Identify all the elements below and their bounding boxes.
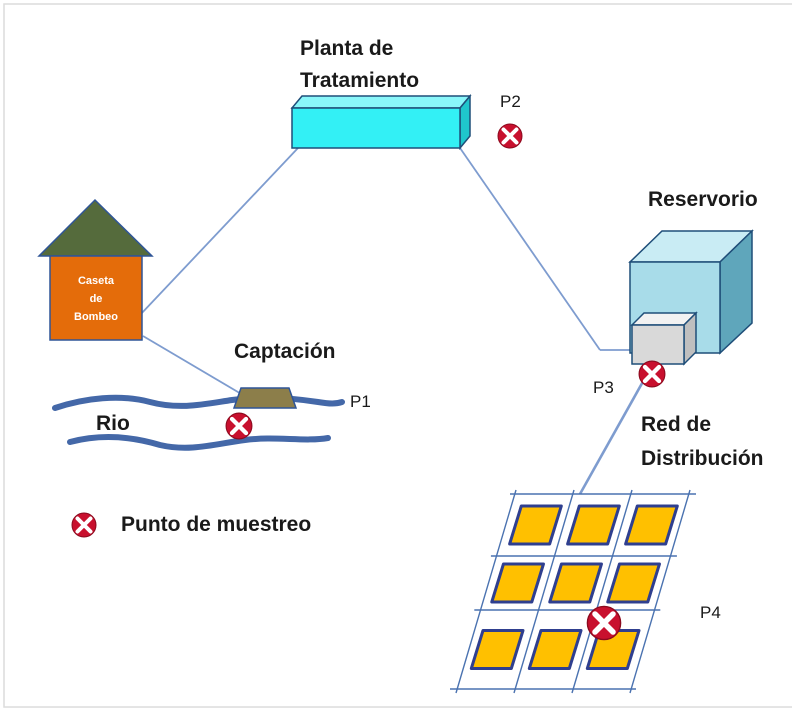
distribution-block [490, 562, 545, 604]
plant-label-line1: Planta de [300, 37, 393, 60]
network-label-line1: Red de [641, 413, 711, 436]
line-reservorio-to-red [578, 377, 647, 495]
pump-house-label-line1: Caseta [78, 275, 115, 287]
legend-label: Punto de muestreo [121, 513, 311, 536]
legend: Punto de muestreo [72, 513, 311, 537]
intake-structure [232, 387, 298, 409]
pump-house-label-line3: Bombeo [74, 311, 118, 323]
sample-point-p1-icon [226, 413, 252, 439]
p3-label: P3 [593, 378, 614, 397]
plant-top-face [290, 95, 472, 109]
pump-house [37, 198, 154, 341]
distribution-block [624, 504, 679, 546]
river [52, 394, 345, 451]
sample-point-p2-icon [497, 123, 523, 149]
grid-line-vertical [629, 489, 691, 694]
distribution-block [606, 562, 661, 604]
plant-label-line2: Tratamiento [300, 69, 419, 92]
line-caseta-to-planta [139, 147, 299, 316]
distribution-block [527, 629, 583, 670]
reservoir-label: Reservorio [648, 188, 758, 211]
line-caseta-to-captacion [142, 335, 244, 396]
legend-sample-point-icon [72, 513, 96, 537]
reservoir-box-front [631, 324, 685, 365]
grid-line-vertical [513, 489, 575, 694]
reservoir-tank [628, 229, 754, 366]
p1-label: P1 [350, 392, 371, 411]
sample-point-p3-icon [639, 361, 665, 387]
p2-label: P2 [500, 92, 521, 111]
river-bank-upper [52, 394, 345, 411]
plant-front-face [291, 107, 461, 149]
network-label-line2: Distribución [641, 447, 764, 470]
intake-label: Captación [234, 340, 336, 363]
distribution-block [585, 629, 641, 670]
treatment-plant [290, 93, 472, 151]
pump-house-label-line2: de [90, 293, 103, 305]
p4-label: P4 [700, 603, 721, 622]
river-label: Rio [96, 412, 130, 435]
distribution-block [548, 562, 603, 604]
distribution-block [508, 504, 563, 546]
distribution-block [566, 504, 621, 546]
distribution-block [469, 629, 525, 670]
connection-lines [139, 147, 647, 495]
grid-line-vertical [455, 489, 517, 694]
distribution-network-grid [450, 489, 696, 694]
sample-point-p4-icon [587, 606, 620, 639]
line-planta-to-reservorio [459, 147, 601, 351]
pump-house-body [49, 255, 143, 341]
grid-line-vertical [571, 489, 633, 694]
river-bank-lower [67, 434, 331, 451]
